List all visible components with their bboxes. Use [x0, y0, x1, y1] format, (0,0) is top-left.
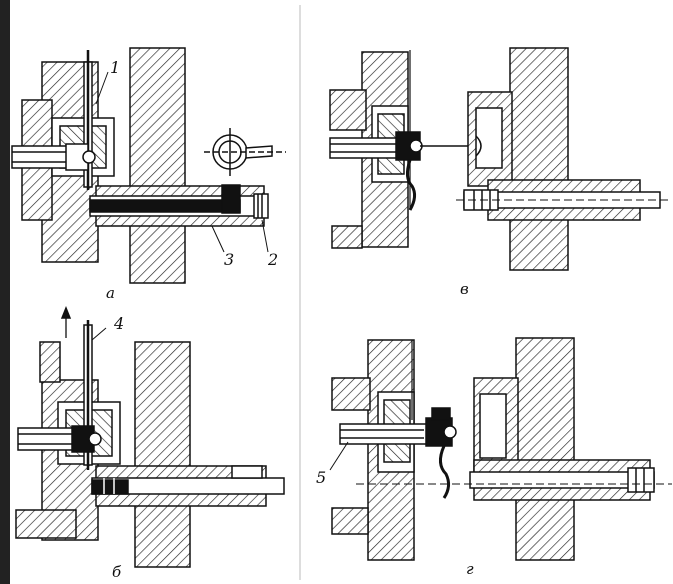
callout-1: 1: [110, 58, 121, 77]
callout-3: 3: [224, 250, 235, 269]
panel-v: [329, 47, 672, 271]
panel-label-g: г: [466, 560, 474, 578]
panel-a: [11, 47, 286, 284]
panel-label-v: в: [460, 280, 469, 298]
scan-edge: [0, 0, 10, 584]
panel-label-a: а: [106, 284, 115, 302]
callout-4: 4: [114, 314, 125, 333]
panel-b: [15, 305, 285, 568]
callout-5: 5: [316, 468, 327, 487]
callout-2: 2: [268, 250, 279, 269]
panel-g: [329, 337, 672, 561]
panel-label-b: б: [112, 563, 122, 581]
